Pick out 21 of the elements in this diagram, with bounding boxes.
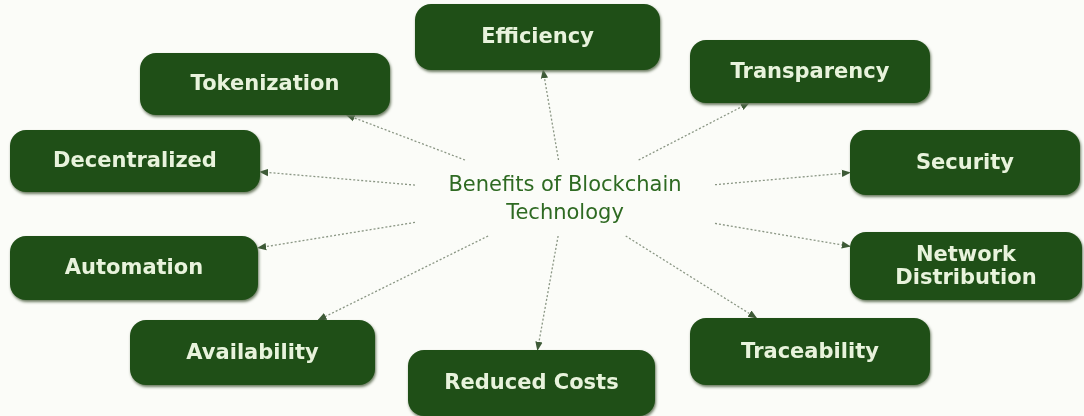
arrow: [714, 222, 851, 249]
arrow: [625, 235, 758, 319]
benefit-box: Efficiency: [415, 4, 660, 70]
benefit-box: Security: [850, 130, 1080, 195]
arrow: [714, 169, 851, 186]
arrow: [257, 221, 416, 251]
arrow: [345, 114, 466, 161]
benefit-box: Decentralized: [10, 130, 260, 192]
benefit-box: Automation: [10, 236, 258, 300]
benefit-box: Tokenization: [140, 53, 390, 115]
arrow: [535, 235, 559, 351]
benefit-box: Network Distribution: [850, 232, 1082, 300]
benefit-box: Availability: [130, 320, 375, 385]
arrow: [637, 102, 750, 161]
arrow: [540, 69, 560, 161]
central-title: Benefits of Blockchain Technology: [447, 170, 683, 226]
benefit-box: Traceability: [690, 318, 930, 385]
benefit-box: Transparency: [690, 40, 930, 103]
arrow: [259, 168, 416, 186]
benefit-box: Reduced Costs: [408, 350, 655, 416]
arrow: [317, 235, 489, 321]
